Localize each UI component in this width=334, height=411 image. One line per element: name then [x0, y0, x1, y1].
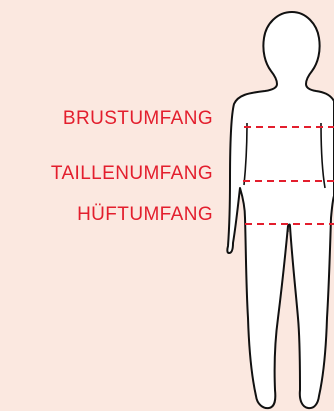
waist-label: TAILLENUMFANG: [51, 164, 213, 183]
hip-label: HÜFTUMFANG: [77, 205, 213, 224]
bust-label: BRUSTUMFANG: [63, 109, 213, 128]
body-outline: [227, 12, 334, 408]
